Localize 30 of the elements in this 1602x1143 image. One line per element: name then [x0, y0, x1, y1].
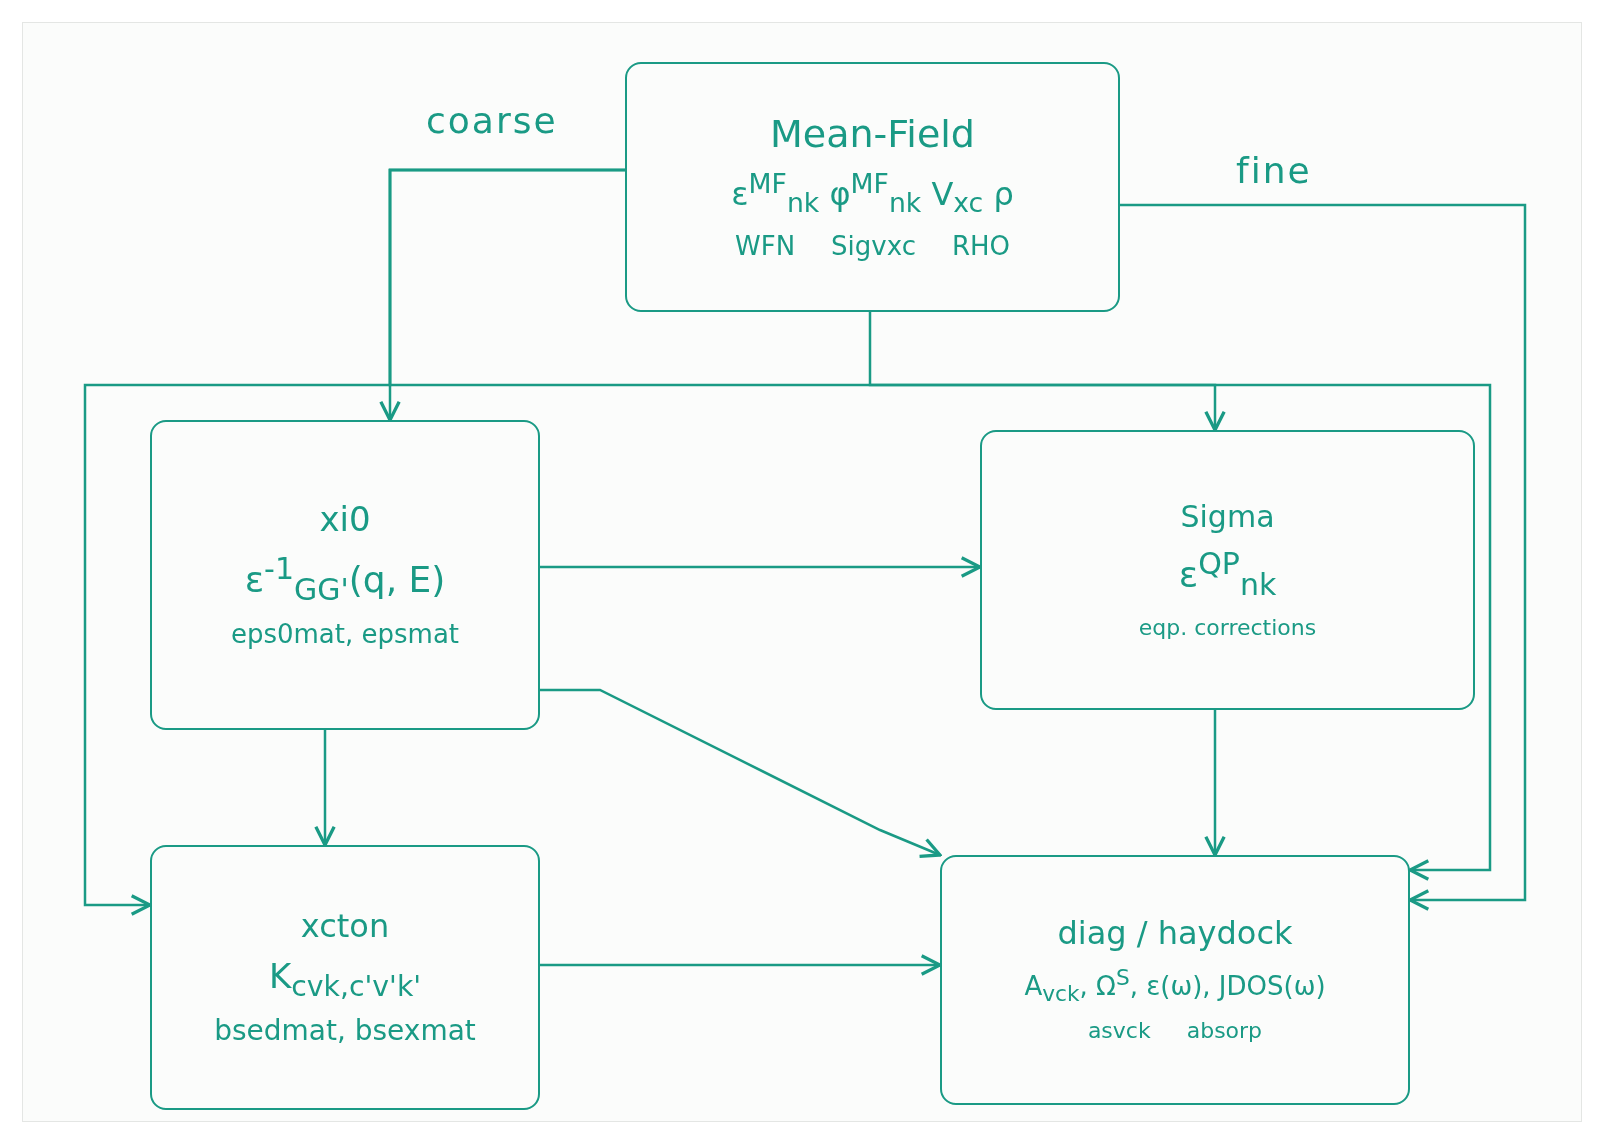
- process-box: [150, 420, 540, 730]
- process-box: [940, 855, 1410, 1105]
- arrow: [314, 730, 336, 847]
- arrow: [1204, 710, 1226, 857]
- arrow: [540, 688, 942, 859]
- file-name: absorp: [1186, 1019, 1263, 1044]
- node-title: xi0: [319, 500, 371, 539]
- process-box: [150, 845, 540, 1110]
- formula: K$_{cvk,c'v'k'}$: [268, 957, 422, 1002]
- process-box: [980, 430, 1475, 710]
- file-name: RHO: [951, 231, 1011, 261]
- file-name: Sigvxc: [831, 231, 916, 261]
- node-title: Sigma: [1180, 500, 1275, 534]
- file-name: asvck: [1087, 1019, 1151, 1044]
- formula: ε$^{-1}$$_{GG'}$(q, E): [244, 552, 446, 607]
- file-name: bsedmat, bsexmat: [214, 1015, 476, 1047]
- node-title: diag / haydock: [1057, 916, 1293, 952]
- file-name: eps0mat, epsmat: [230, 620, 460, 650]
- arrow: [1120, 203, 1527, 911]
- mean-field-box: [625, 62, 1120, 312]
- file-name: eqp. corrections: [1138, 615, 1317, 640]
- arrow: [540, 556, 982, 578]
- arrow: [83, 168, 625, 916]
- arrow: [540, 954, 942, 976]
- arrow: [868, 312, 1492, 881]
- formula: A$_{vck}$, Ω$^{S}$, ε(ω), JDOS(ω): [1024, 965, 1326, 1006]
- node-title: xcton: [300, 908, 390, 944]
- formula: ε$^{MF}$$_{nk}$ φ$^{MF}$$_{nk}$ V$_{xc}$ ρ: [731, 169, 1014, 218]
- node-title: Mean-Field: [770, 113, 975, 156]
- file-name: WFN: [734, 231, 796, 261]
